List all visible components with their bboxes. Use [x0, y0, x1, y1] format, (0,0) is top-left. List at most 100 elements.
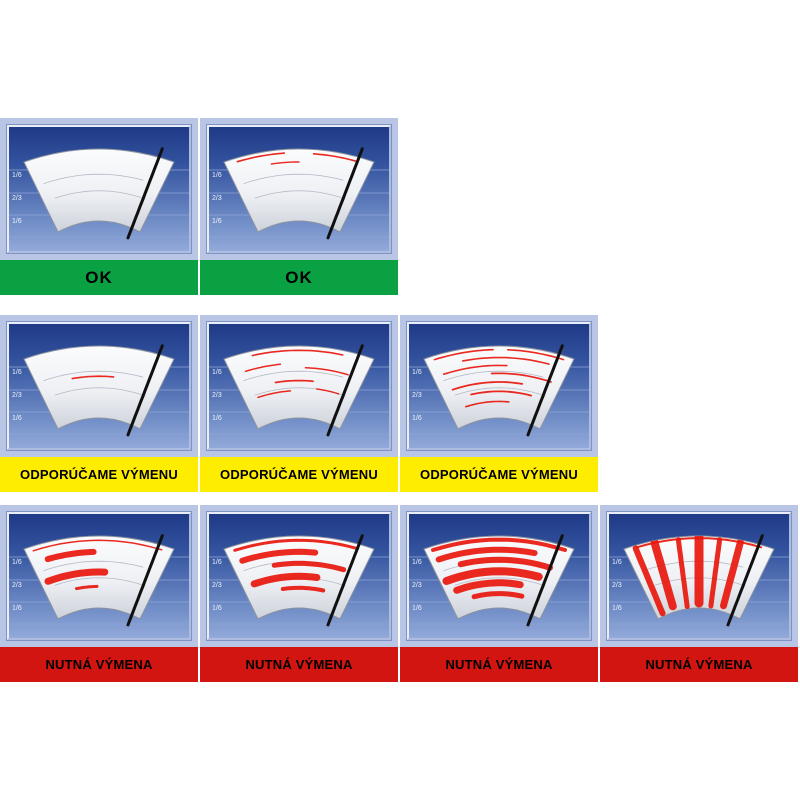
smear-streak — [465, 400, 510, 408]
smear-streak — [312, 153, 359, 163]
smear-streak — [71, 375, 115, 380]
contour-line — [43, 370, 144, 382]
wiper-wipe-graphic: 1/6 2/3 1/6 — [9, 534, 189, 627]
contour-line — [243, 370, 344, 382]
smear-streak — [435, 546, 538, 563]
wiper-wipe-graphic: 1/62/31/6 — [609, 534, 789, 627]
scale-label: 2/3 — [212, 195, 222, 202]
status-label-bar: NUTNÁ VÝMENA — [400, 647, 598, 682]
wiper-wipe-graphic: 1/62/31/6 — [409, 534, 589, 627]
scale-label: 1/6 — [212, 218, 222, 225]
smear-streak — [457, 556, 553, 571]
wiper-blade — [326, 147, 364, 240]
contour-line — [443, 370, 544, 382]
status-label-bar: NUTNÁ VÝMENA — [600, 647, 798, 682]
status-label-bar: ODPORÚČAME VÝMENU — [200, 457, 398, 492]
smear-streak — [471, 591, 525, 600]
wiper-blade — [126, 534, 164, 627]
scale-label: 1/6 — [12, 559, 22, 566]
smear-streak — [632, 545, 666, 617]
contour-line — [54, 577, 146, 587]
wiper-blade — [126, 147, 164, 240]
wear-cell-r1-c2: 1/6 2/3 1/6 OK — [200, 118, 398, 295]
scale-label: 1/6 — [212, 415, 222, 422]
wiper-blade — [526, 534, 564, 627]
wiper-blade — [526, 344, 564, 437]
smear-streak — [236, 152, 286, 163]
scale-label: 1/6 — [412, 415, 422, 422]
smear-streak — [507, 349, 565, 361]
status-label-bar: NUTNÁ VÝMENA — [0, 647, 198, 682]
windshield-panel: 1/6 2/3 1/6 — [7, 512, 191, 640]
smear-streak — [32, 539, 163, 552]
smear-streak — [442, 567, 543, 585]
scale-label: 1/6 — [212, 369, 222, 376]
smear-streak — [442, 364, 508, 375]
scale-label: 2/3 — [12, 392, 22, 399]
contour-line — [54, 190, 146, 200]
smear-streak — [239, 548, 319, 564]
status-label: OK — [85, 267, 113, 287]
scale-label: 2/3 — [212, 582, 222, 589]
status-label: NUTNÁ VÝMENA — [245, 657, 353, 672]
scale-label: 1/6 — [212, 605, 222, 612]
smear-streak — [280, 585, 326, 593]
scale-label: 2/3 — [612, 582, 622, 589]
status-label: NUTNÁ VÝMENA — [645, 657, 753, 672]
smear-streak — [304, 366, 349, 376]
wiper-blade — [726, 534, 764, 627]
smear-streak — [431, 537, 567, 552]
smear-streak — [233, 538, 359, 552]
status-label: OK — [285, 267, 313, 287]
scale-label: 1/6 — [12, 172, 22, 179]
smear-streak — [316, 388, 340, 395]
smear-streak — [44, 548, 97, 563]
scale-label: 2/3 — [412, 392, 422, 399]
wiper-blade — [326, 534, 364, 627]
scale-label: 1/6 — [12, 605, 22, 612]
scale-label: 1/6 — [12, 415, 22, 422]
status-label-bar: NUTNÁ VÝMENA — [200, 647, 398, 682]
smear-streak — [271, 560, 347, 573]
smear-streak — [451, 381, 524, 391]
contour-line — [254, 190, 346, 200]
status-label-bar: OK — [200, 260, 398, 295]
smear-streak — [650, 538, 677, 611]
wiper-blade — [126, 344, 164, 437]
smear-streak — [490, 372, 552, 383]
contour-line — [243, 173, 344, 185]
smear-streak — [708, 537, 723, 609]
smear-streak — [75, 584, 99, 591]
wiper-wipe-graphic: 1/62/31/6 — [409, 344, 589, 437]
wiper-blade — [326, 344, 364, 437]
smear-streak — [44, 568, 109, 585]
contour-line — [454, 387, 546, 397]
contour-line — [454, 577, 546, 587]
smear-streak — [251, 349, 344, 357]
status-label: ODPORÚČAME VÝMENU — [20, 467, 178, 482]
status-label-bar: ODPORÚČAME VÝMENU — [0, 457, 198, 492]
scale-label: 1/6 — [612, 605, 622, 612]
scale-label: 1/6 — [212, 172, 222, 179]
scale-label: 1/6 — [12, 218, 22, 225]
scale-label: 1/6 — [412, 559, 422, 566]
wiper-wipe-graphic: 1/6 2/3 1/6 — [209, 147, 389, 240]
contour-line — [43, 560, 144, 572]
wiper-wipe-graphic: 1/62/31/6 — [209, 534, 389, 627]
wiper-wipe-graphic: 1/62/31/6 — [209, 344, 389, 437]
scale-label: 2/3 — [12, 582, 22, 589]
smear-streak — [274, 379, 314, 384]
